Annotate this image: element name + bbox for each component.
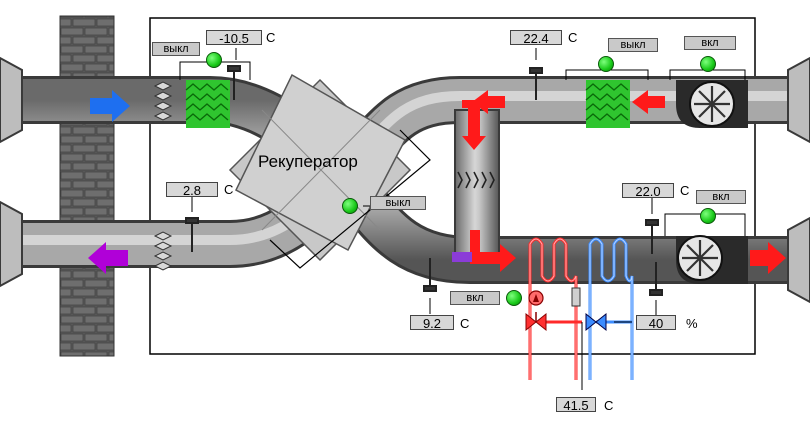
heater-valve-icon[interactable] xyxy=(525,312,547,332)
after-heater-temp-value: 9.2 xyxy=(410,315,454,331)
intake-filter xyxy=(185,80,230,128)
return-filter xyxy=(585,80,630,128)
ducts xyxy=(0,56,810,304)
heater-coil xyxy=(528,237,582,380)
exhaust-temp-unit: С xyxy=(224,182,234,197)
heater-pump-indicator[interactable] xyxy=(506,290,522,306)
outdoor-temp-unit: С xyxy=(266,30,276,45)
outdoor-temp-value: -10.5 xyxy=(206,30,262,46)
return-fan-indicator[interactable] xyxy=(700,56,716,72)
return-fan-state[interactable]: вкл xyxy=(684,36,736,50)
return-temp-value: 22.4 xyxy=(510,30,562,46)
outdoor-air-arrow xyxy=(90,90,130,122)
recuperator[interactable] xyxy=(228,73,431,269)
recuperator-label: Рекуператор xyxy=(258,152,358,171)
supply-fan-indicator[interactable] xyxy=(700,208,716,224)
bypass-damper xyxy=(457,171,495,189)
supply-fan-state[interactable]: вкл xyxy=(696,190,746,204)
outdoor-damper-indicator[interactable] xyxy=(206,52,222,68)
return-filter-state[interactable]: выкл xyxy=(608,38,658,52)
exhaust-grille xyxy=(153,231,173,271)
return-air-arrow-right xyxy=(632,90,665,114)
wall xyxy=(59,15,115,357)
bypass-arrow-down xyxy=(462,100,488,150)
heater-pump-icon[interactable] xyxy=(528,290,544,306)
intake-grille xyxy=(153,81,173,121)
pump-motor xyxy=(571,287,581,307)
flow-arrows xyxy=(88,90,786,274)
water-return-temp-unit: С xyxy=(604,398,614,413)
exhaust-air-arrow xyxy=(88,242,128,274)
return-temp-unit: С xyxy=(568,30,578,45)
water-return-temp-value: 41.5 xyxy=(556,397,596,413)
supply-fan-icon[interactable] xyxy=(676,235,748,284)
outdoor-damper-state[interactable]: выкл xyxy=(152,42,200,56)
supply-out-arrow xyxy=(750,242,786,274)
heater-pump-state[interactable]: вкл xyxy=(450,291,500,305)
cooler-valve-icon[interactable] xyxy=(585,312,607,332)
return-filter-indicator[interactable] xyxy=(598,56,614,72)
cooler-valve-value: 40 xyxy=(636,315,676,331)
unit-frame xyxy=(149,17,756,355)
cooler-valve-unit: % xyxy=(686,316,698,331)
supply-temp-unit: С xyxy=(680,183,690,198)
exhaust-temp-value: 2.8 xyxy=(166,182,218,198)
recuperator-indicator[interactable] xyxy=(342,198,358,214)
recuperator-state[interactable]: выкл xyxy=(370,196,426,210)
after-heater-temp-unit: С xyxy=(460,316,470,331)
sensor-probes xyxy=(185,65,663,296)
supply-temp-value: 22.0 xyxy=(622,183,674,199)
return-fan-icon[interactable] xyxy=(676,80,748,128)
supply-air-arrow xyxy=(470,230,516,272)
mix-marker xyxy=(452,252,472,262)
